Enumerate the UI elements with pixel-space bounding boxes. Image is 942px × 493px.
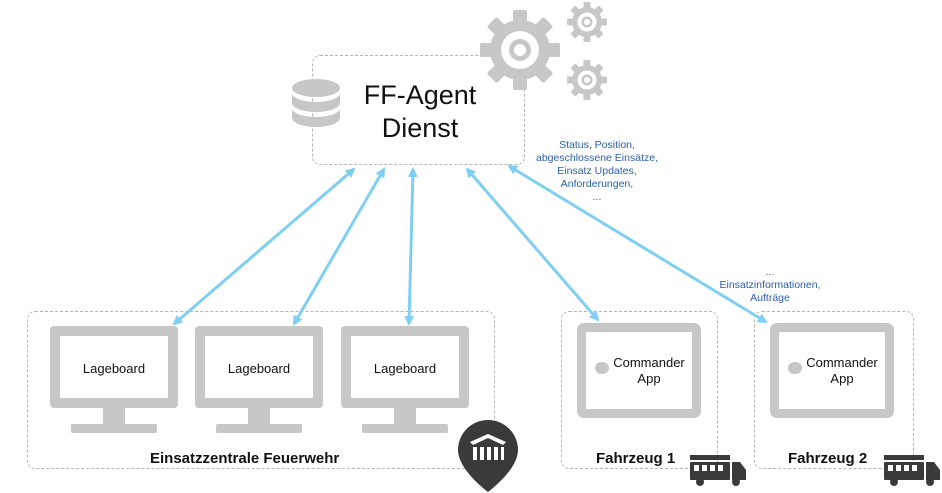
app-label-line: App: [830, 371, 854, 386]
vehicle-label: Fahrzeug 2: [788, 450, 868, 467]
app-label-line: Commander: [613, 355, 685, 370]
downstream-note-line: ...: [765, 266, 775, 278]
app-label: Commander App: [609, 355, 689, 387]
tablet-icon: [770, 323, 894, 418]
app-label-line: Commander: [806, 355, 878, 370]
monitor-icon: [50, 326, 178, 433]
arrow-service-vehicle-2: [507, 164, 768, 324]
service-title-line1: FF-Agent: [363, 80, 477, 110]
vehicle-label: Fahrzeug 1: [596, 450, 676, 467]
monitor-icon: [341, 326, 469, 433]
vehicle-box-2: [754, 311, 914, 469]
service-title-line2: Dienst: [381, 113, 459, 143]
upstream-note-line: abgeschlossene Einsätze,: [536, 152, 658, 164]
center-label: Einsatzzentrale Feuerwehr: [150, 450, 340, 467]
app-label: Commander App: [802, 355, 882, 387]
arrow-service-lageboard-1: [172, 167, 356, 326]
app-label-line: App: [637, 371, 661, 386]
monitor-label: Lageboard: [82, 361, 146, 376]
arrow-service-lageboard-2: [292, 167, 386, 326]
monitor-label: Lageboard: [373, 361, 437, 376]
monitor-label: Lageboard: [227, 361, 291, 376]
service-title: FF-Agent Dienst: [355, 79, 485, 145]
monitor-icon: [195, 326, 323, 433]
upstream-note-line: Status, Position,: [559, 139, 635, 151]
tablet-icon: [577, 323, 701, 418]
arrow-service-vehicle-1: [465, 167, 600, 322]
arrow-service-lageboard-3: [404, 167, 418, 326]
